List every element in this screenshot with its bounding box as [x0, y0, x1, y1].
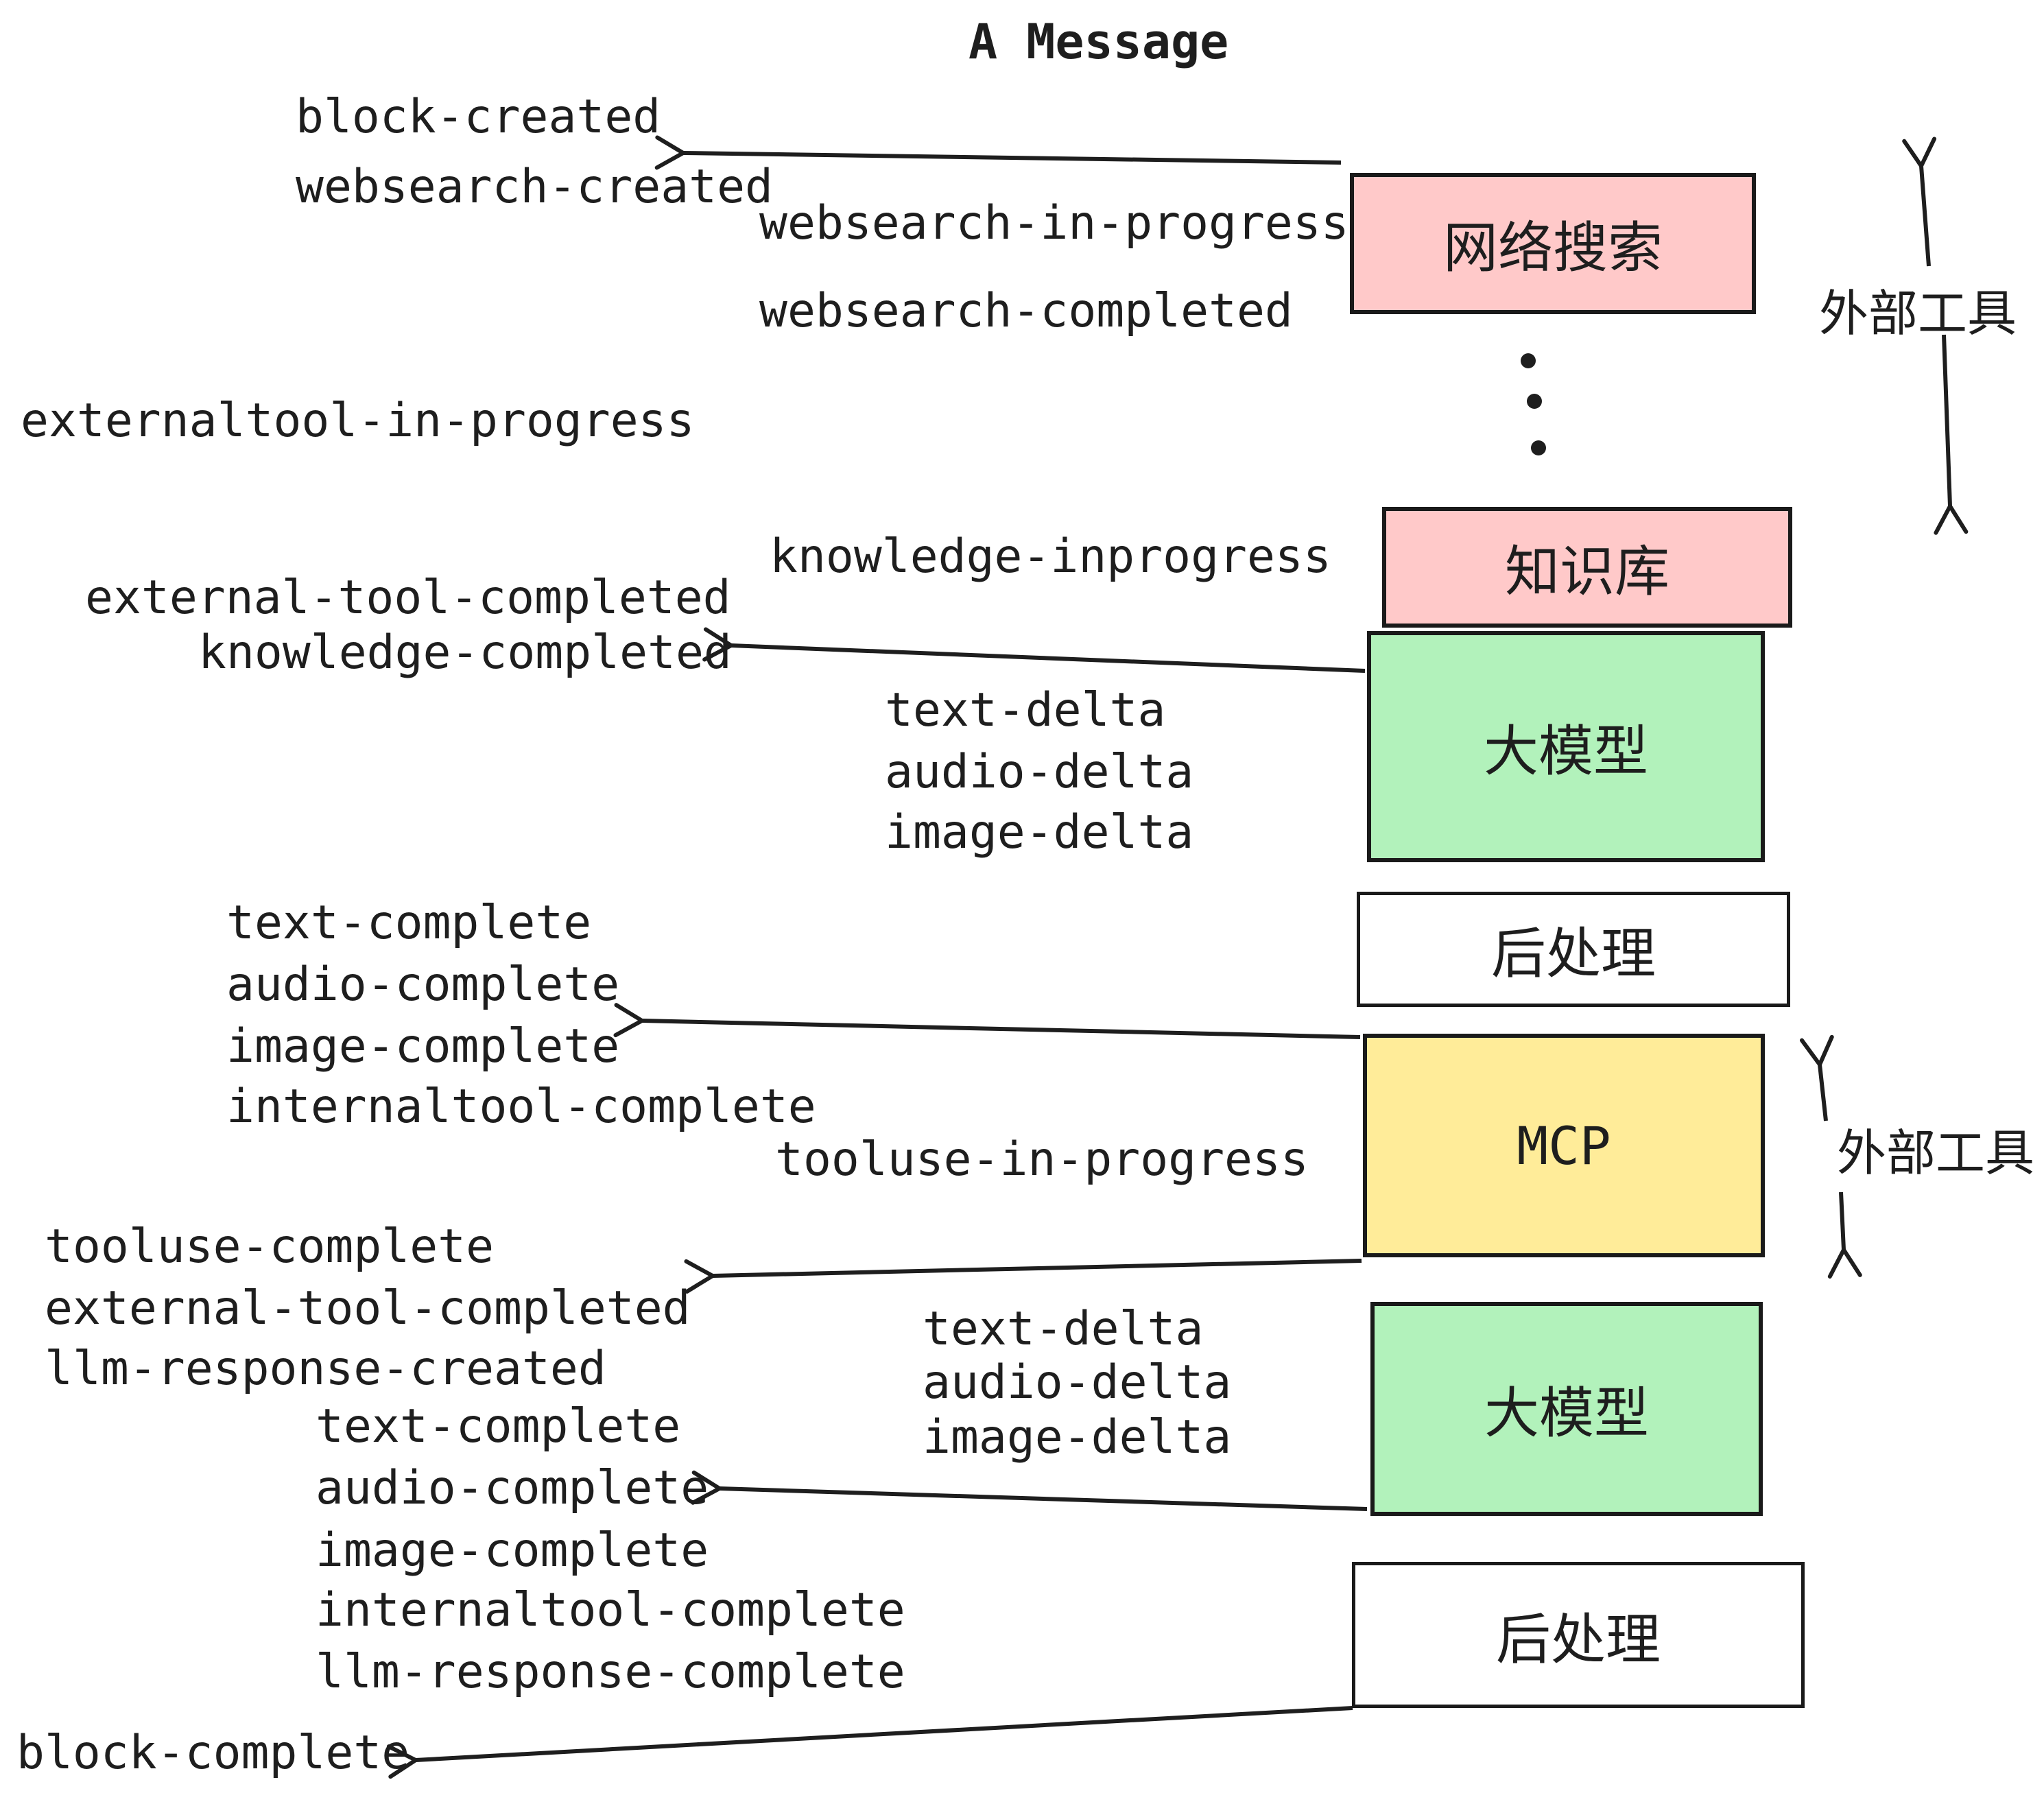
event-audio-delta-2: audio-delta — [923, 1355, 1232, 1410]
flow-box-postprocess-1-label: 后处理 — [1491, 922, 1656, 986]
flow-box-postprocess-2-label: 后处理 — [1496, 1607, 1661, 1672]
flow-box-websearch: 网络搜索 — [1350, 173, 1756, 314]
event-internaltool-complete-2: internaltool-complete — [316, 1583, 905, 1637]
event-websearch-completed: websearch-completed — [759, 284, 1293, 338]
event-externaltool-in-progress: externaltool-in-progress — [21, 394, 695, 448]
event-block-created: block-created — [296, 90, 661, 144]
event-image-complete: image-complete — [226, 1019, 620, 1073]
event-websearch-in-progress: websearch-in-progress — [759, 196, 1349, 250]
event-llm-response-created: llm-response-created — [45, 1342, 606, 1396]
event-audio-delta: audio-delta — [885, 745, 1194, 799]
arrow-external-tool-completed — [684, 1259, 1362, 1294]
event-block-complete: block-complete — [16, 1726, 410, 1780]
event-knowledge-inprogress: knowledge-inprogress — [770, 530, 1331, 584]
event-image-delta-2: image-delta — [923, 1410, 1232, 1464]
event-image-complete-2: image-complete — [316, 1523, 709, 1578]
flow-box-llm-1-label: 大模型 — [1484, 719, 1648, 783]
flow-box-knowledge: 知识库 — [1382, 507, 1792, 628]
event-image-delta: image-delta — [885, 805, 1194, 859]
flow-box-postprocess-2: 后处理 — [1352, 1562, 1805, 1708]
flow-box-websearch-label: 网络搜索 — [1443, 216, 1663, 280]
arrow-external-tools-down-2 — [1827, 1191, 1862, 1279]
flow-box-knowledge-label: 知识库 — [1505, 540, 1669, 604]
event-audio-complete-2: audio-complete — [316, 1461, 709, 1515]
side-label-external-tools-2: 外部工具 — [1837, 1124, 2035, 1182]
ellipsis-dot — [1521, 353, 1536, 368]
event-llm-response-complete: llm-response-complete — [316, 1645, 905, 1699]
event-text-delta-2: text-delta — [923, 1302, 1204, 1356]
event-text-complete: text-complete — [226, 896, 592, 950]
arrow-image-complete — [613, 1003, 1361, 1039]
event-external-tool-completed: external-tool-completed — [85, 571, 731, 625]
event-audio-complete: audio-complete — [226, 958, 620, 1012]
event-knowledge-completed: knowledge-completed — [198, 626, 732, 680]
arrow-external-tools-up-2 — [1799, 1034, 1834, 1121]
flow-box-mcp: MCP — [1363, 1034, 1765, 1257]
event-text-complete-2: text-complete — [316, 1399, 681, 1453]
event-internaltool-complete: internaltool-complete — [226, 1080, 816, 1134]
arrow-knowledge-completed — [702, 627, 1366, 673]
arrow-external-tools-down-1 — [1934, 334, 1969, 535]
event-text-delta: text-delta — [885, 683, 1166, 737]
arrow-block-complete — [386, 1706, 1353, 1779]
flow-box-llm-1: 大模型 — [1367, 631, 1765, 862]
flow-box-llm-2: 大模型 — [1370, 1302, 1763, 1516]
arrow-audio-complete — [691, 1470, 1368, 1511]
arrow-websearch-created — [654, 135, 1342, 170]
side-label-external-tools-1: 外部工具 — [1819, 285, 2017, 342]
flow-box-mcp-label: MCP — [1517, 1115, 1611, 1176]
arrow-external-tools-up-1 — [1902, 137, 1937, 267]
ellipsis-dot — [1527, 394, 1542, 409]
event-external-tool-completed-2: external-tool-completed — [45, 1281, 691, 1336]
diagram-title: A Message — [968, 14, 1229, 70]
flow-box-llm-2-label: 大模型 — [1484, 1381, 1649, 1445]
event-tooluse-in-progress: tooluse-in-progress — [775, 1132, 1309, 1187]
event-websearch-created: websearch-created — [296, 160, 773, 214]
ellipsis-dot — [1531, 440, 1546, 455]
flow-box-postprocess-1: 后处理 — [1357, 892, 1790, 1007]
event-tooluse-complete: tooluse-complete — [45, 1220, 495, 1274]
